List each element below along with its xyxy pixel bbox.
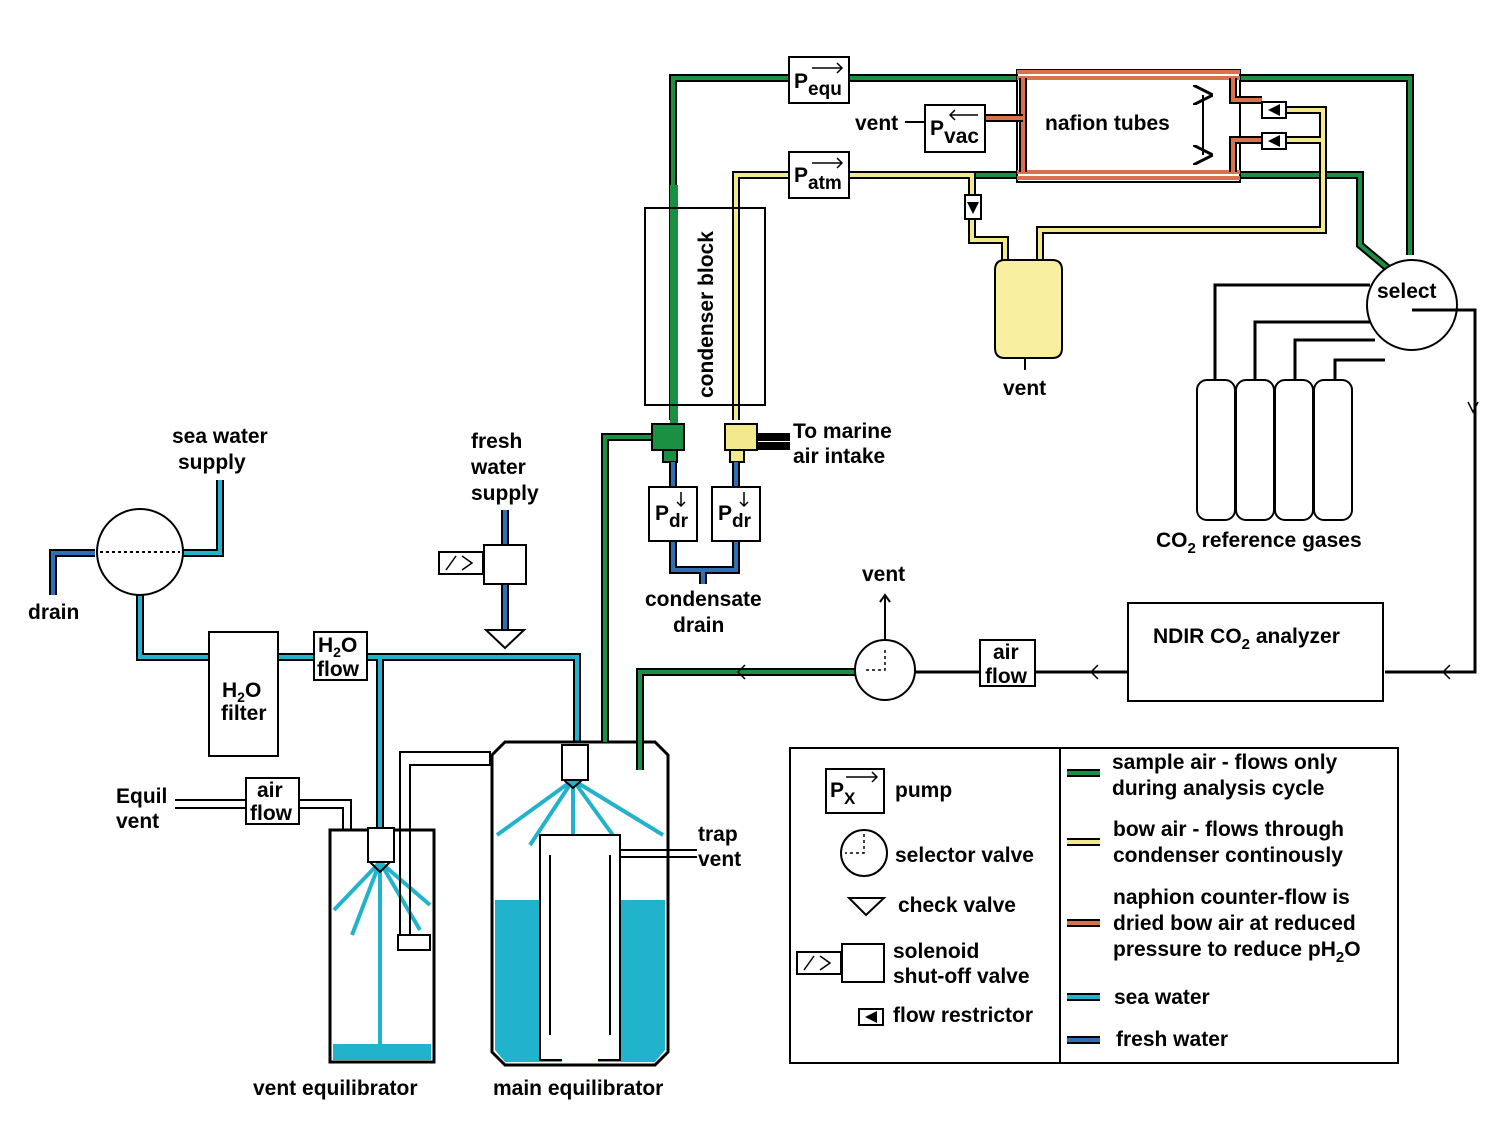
vent-equilibrator-label: vent equilibrator [253,1077,418,1100]
condensate-drain-label-2: drain [673,614,724,637]
condensate-drain-label: condensate [645,588,762,611]
trap-vent-label-2: vent [698,848,741,871]
solenoid-valve [438,544,527,585]
vent-bottle-label: vent [1003,377,1046,400]
fresh-water-check-valve [483,629,527,650]
marine-air-label: To marine [793,420,892,443]
marine-air-label-2: air intake [793,445,885,468]
legend-check-label: check valve [898,894,1016,917]
svg-text:filter: filter [221,702,267,725]
sea-water-supply-label: sea water [172,425,268,448]
legend-sample-air: sample air - flows only [1112,751,1338,774]
svg-text:flow: flow [250,802,293,825]
legend-counter-flow: naphion counter-flow is [1113,886,1350,909]
condensate-pumps: Pdr Pdr [648,462,761,584]
svg-text:Pdr: Pdr [655,502,689,532]
main-equilibrator-label: main equilibrator [493,1077,663,1100]
equ-pump: Pequ [788,56,850,104]
h2o-flow-meter: H2O flow [313,631,368,681]
svg-text:H2O: H2O [318,634,357,660]
fresh-water-label-2: water [470,456,526,479]
svg-text:condenser block: condenser block [695,231,718,398]
legend-restrictor-label: flow restrictor [893,1004,1033,1027]
legend-counter-flow-2: dried bow air at reduced [1113,912,1356,935]
sea-water-supply-label-2: supply [178,451,246,474]
equil-vent-air-flow: air flow [175,777,352,832]
svg-text:H2O: H2O [222,679,261,705]
legend-sample-air-2: during analysis cycle [1112,777,1324,800]
svg-text:Patm: Patm [794,164,842,194]
svg-text:flow: flow [317,658,360,681]
fresh-water-label-3: supply [471,482,539,505]
svg-text:PX: PX [830,779,856,808]
legend-bow-air-2: condenser continously [1113,844,1343,867]
vent-selector-valve [854,593,916,701]
legend-bow-air: bow air - flows through [1113,818,1344,841]
counter-flow-lines [985,69,1262,183]
svg-text:Pvac: Pvac [930,117,979,148]
legend-solenoid-label-2: shut-off valve [893,965,1030,988]
svg-text:NDIR CO2 analyzer: NDIR CO2 analyzer [1153,625,1340,653]
fresh-water-label: fresh [471,430,522,453]
trap-vent-label: trap [698,823,738,846]
legend: PX pump selector valve check valve solen… [789,747,1399,1064]
flow-restrictors [1261,101,1287,150]
analyzer-air-flow: air flow [736,639,1128,688]
sea-water-selector-valve [96,508,184,596]
legend-counter-flow-3: pressure to reduce pH2O [1113,938,1361,966]
reference-gases-label: CO2 reference gases [1156,529,1362,557]
equil-vent-label-2: vent [116,810,159,833]
vent-selector-label: vent [862,563,905,586]
svg-text:air: air [993,641,1019,664]
select-valve [1213,259,1479,680]
condenser-block: condenser block [644,207,766,463]
svg-text:flow: flow [985,665,1028,688]
svg-text:Pequ: Pequ [794,70,842,100]
legend-fresh-water: fresh water [1116,1028,1228,1051]
reference-gas-cylinders [1196,379,1353,521]
vent-top-label: vent [855,112,898,135]
drain-label: drain [28,601,79,624]
vacuum-pump: Pvac [905,104,986,153]
equil-vent-label: Equil [116,785,167,808]
legend-selector-label: selector valve [895,844,1034,867]
nafion-tubes-label: nafion tubes [1045,112,1170,135]
main-equilibrator [490,740,697,1067]
legend-sea-water: sea water [1114,986,1210,1009]
select-label: select [1377,280,1437,303]
vent-bottle [994,259,1063,370]
vent-equilibrator [328,751,491,1064]
legend-solenoid-label: solenoid [893,940,979,963]
svg-text:air: air [257,779,283,802]
svg-text:Pdr: Pdr [718,502,752,532]
h2o-filter: H2O filter [208,631,279,757]
legend-pump-label: pump [895,779,952,802]
atm-pump: Patm [788,151,850,199]
ndir-analyzer: NDIR CO2 analyzer [1127,602,1384,702]
bow-air-check-valve [964,194,982,220]
